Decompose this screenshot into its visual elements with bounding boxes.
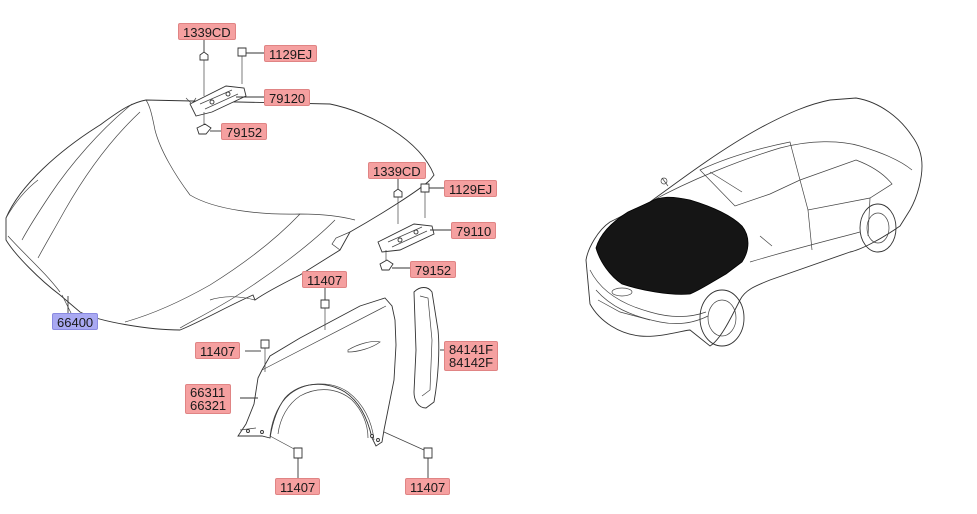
label-11407-bottom-right[interactable]: 11407: [405, 478, 451, 495]
label-79152-top[interactable]: 79152: [221, 123, 268, 140]
label-11407-bottom-left[interactable]: 11407: [275, 478, 321, 495]
label-1339cd-top[interactable]: 1339CD: [178, 23, 236, 40]
label-1129ej-top[interactable]: 1129EJ: [264, 45, 318, 62]
hinge-79110-assembly: [377, 178, 451, 271]
label-84141f: 84141F: [449, 342, 494, 357]
label-1129ej-mid[interactable]: 1129EJ: [444, 180, 498, 197]
label-11407-left[interactable]: 11407: [195, 342, 241, 359]
car-illustration: [585, 97, 923, 347]
label-84141f-84142f[interactable]: 84141F 84142F: [444, 341, 499, 371]
label-66400[interactable]: 66400: [52, 313, 99, 330]
fender-bolts: [240, 288, 433, 478]
label-1339cd-mid[interactable]: 1339CD: [368, 162, 426, 179]
fender-panel: [237, 297, 397, 447]
fender-trim: [413, 287, 446, 409]
label-79120[interactable]: 79120: [264, 89, 311, 106]
label-66311-66321[interactable]: 66311 66321: [185, 384, 232, 414]
label-11407-top[interactable]: 11407: [302, 271, 348, 288]
label-79110[interactable]: 79110: [451, 222, 497, 239]
label-66321: 66321: [190, 398, 227, 413]
hood-panel: [5, 97, 435, 331]
label-66311: 66311: [190, 385, 226, 400]
hinge-79120-assembly: [189, 38, 264, 135]
label-79152-mid[interactable]: 79152: [410, 261, 457, 278]
label-84142f: 84142F: [449, 355, 494, 370]
